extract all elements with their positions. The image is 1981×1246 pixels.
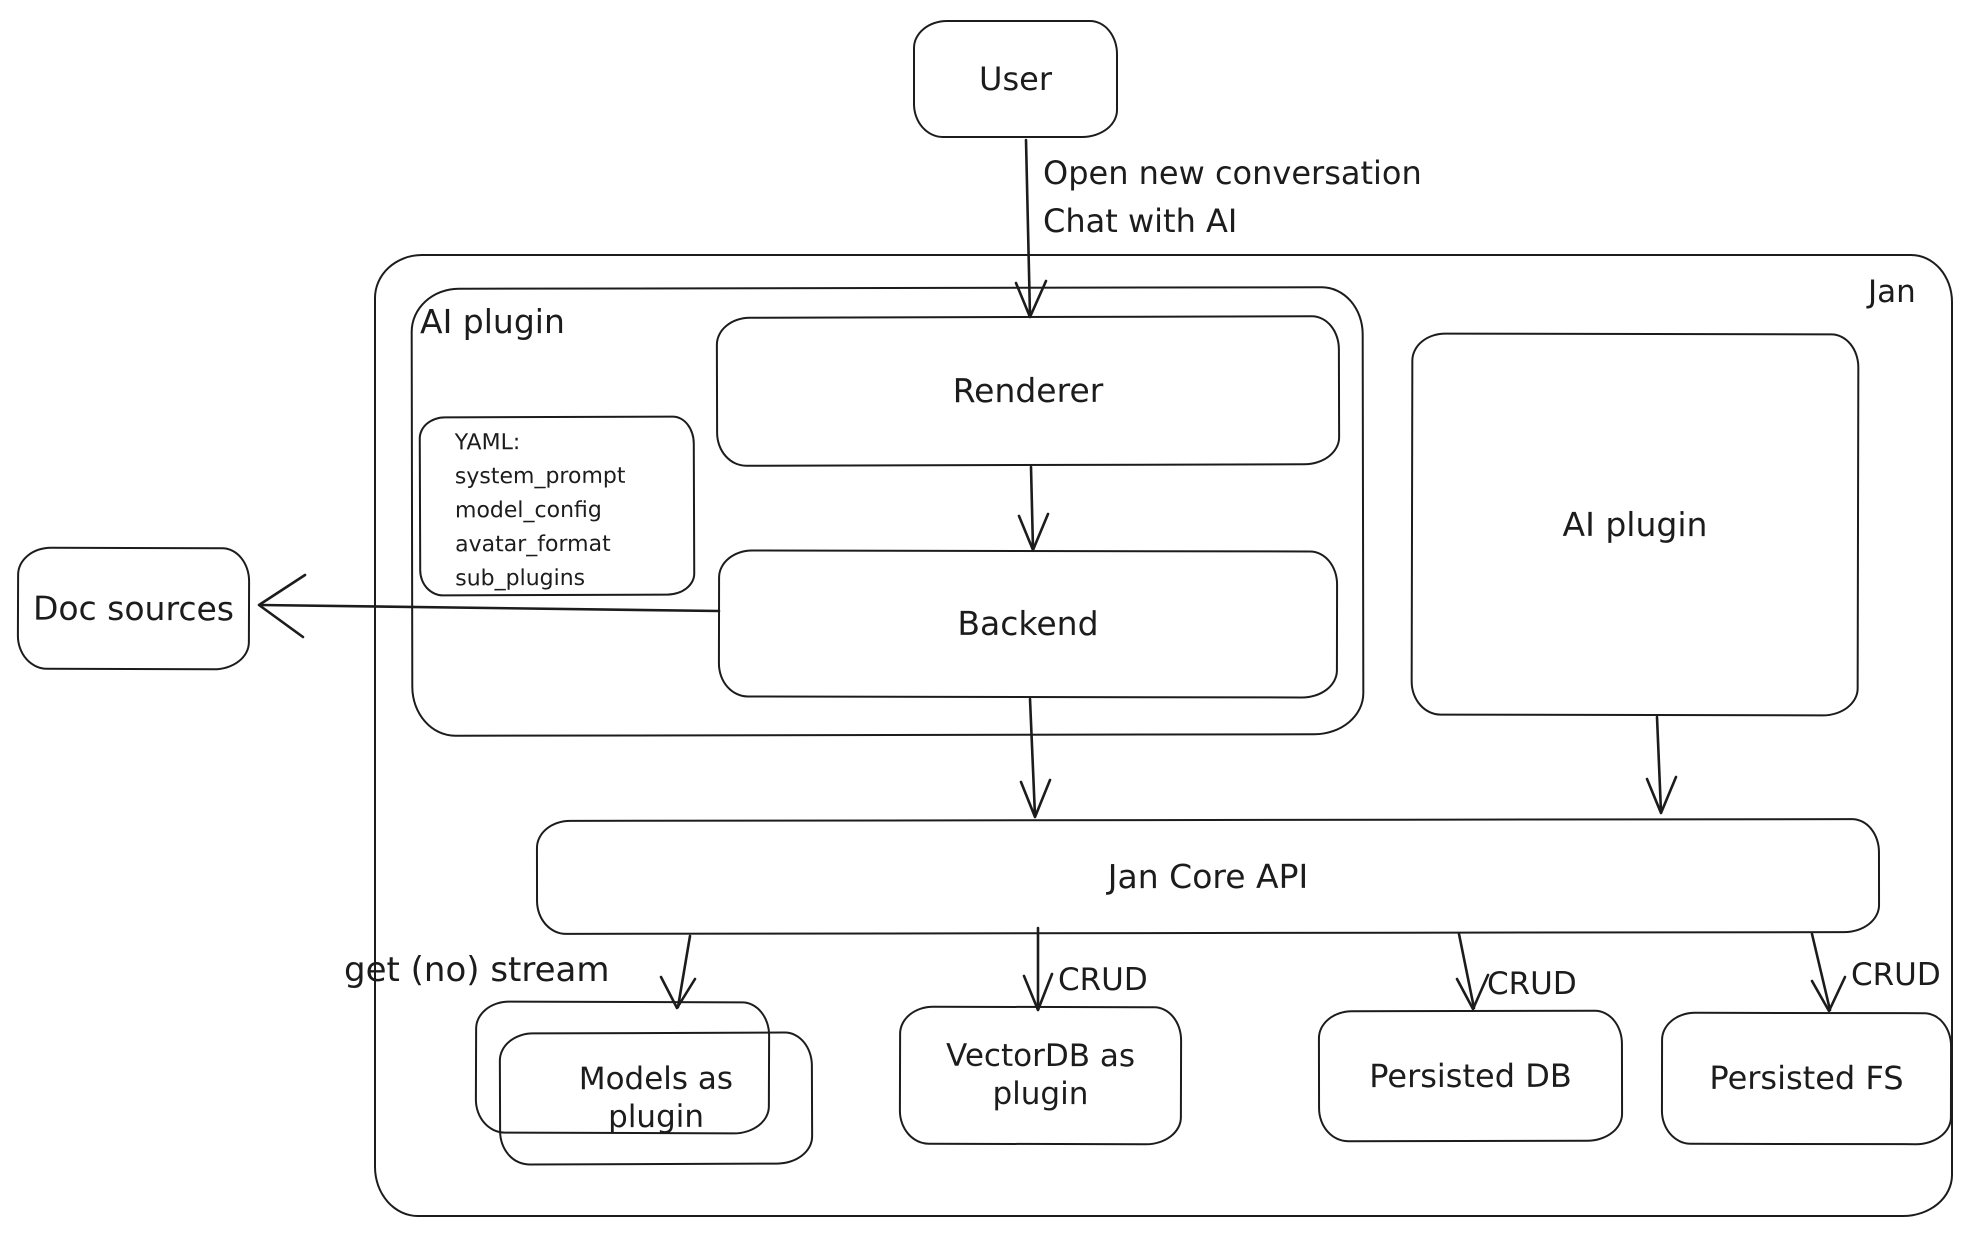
yaml-note-line: YAML:: [454, 430, 521, 456]
edge-label-get-no-stream: get (no) stream: [344, 950, 610, 990]
jan-container-label: Jan: [1868, 274, 1916, 310]
backend-label: Backend: [957, 604, 1099, 644]
yaml-note-text: YAML: system_prompt model_config avatar_…: [455, 426, 626, 597]
persisted-fs-node: Persisted FS: [1660, 1011, 1953, 1146]
backend-node: Backend: [717, 549, 1339, 699]
jan-core-api-node: Jan Core API: [535, 818, 1881, 935]
renderer-label: Renderer: [952, 371, 1104, 411]
persisted-db-node: Persisted DB: [1317, 1009, 1624, 1143]
arrowhead-left-icon: [257, 573, 307, 639]
persisted-fs-label: Persisted FS: [1709, 1059, 1904, 1098]
yaml-note-line: avatar_format: [455, 531, 611, 558]
vectordb-label-line1: VectorDB as: [946, 1038, 1136, 1075]
jan-container: [374, 254, 1953, 1217]
ai-plugin-right-label: AI plugin: [1562, 504, 1708, 544]
models-label-line2: plugin: [608, 1098, 705, 1135]
yaml-note-line: system_prompt: [454, 463, 626, 490]
user-label: User: [979, 59, 1052, 98]
renderer-node: Renderer: [715, 315, 1341, 467]
yaml-note-line: model_config: [454, 497, 602, 524]
edge-label-crud-persisted-db: CRUD: [1487, 966, 1577, 1002]
doc-sources-label: Doc sources: [32, 588, 235, 629]
ai-plugin-right-node: AI plugin: [1410, 332, 1860, 717]
models-node: Models as plugin: [498, 1031, 814, 1166]
edge-label-crud-vectordb: CRUD: [1058, 962, 1148, 998]
edge-label-chat-with-ai: Chat with AI: [1043, 202, 1238, 240]
edge-label-open-new-conversation: Open new conversation: [1043, 154, 1422, 192]
vectordb-node: VectorDB as plugin: [898, 1005, 1183, 1146]
user-node: User: [913, 20, 1118, 138]
ai-plugin-left-label: AI plugin: [420, 302, 565, 341]
jan-core-api-label: Jan Core API: [1107, 856, 1309, 896]
persisted-db-label: Persisted DB: [1369, 1056, 1572, 1095]
models-label-line1: Models as: [578, 1061, 734, 1098]
edge-label-crud-persisted-fs: CRUD: [1851, 957, 1941, 993]
yaml-note: YAML: system_prompt model_config avatar_…: [418, 415, 696, 597]
vectordb-label-line2: plugin: [992, 1075, 1089, 1112]
doc-sources-node: Doc sources: [16, 546, 251, 671]
yaml-note-line: sub_plugins: [455, 565, 586, 592]
